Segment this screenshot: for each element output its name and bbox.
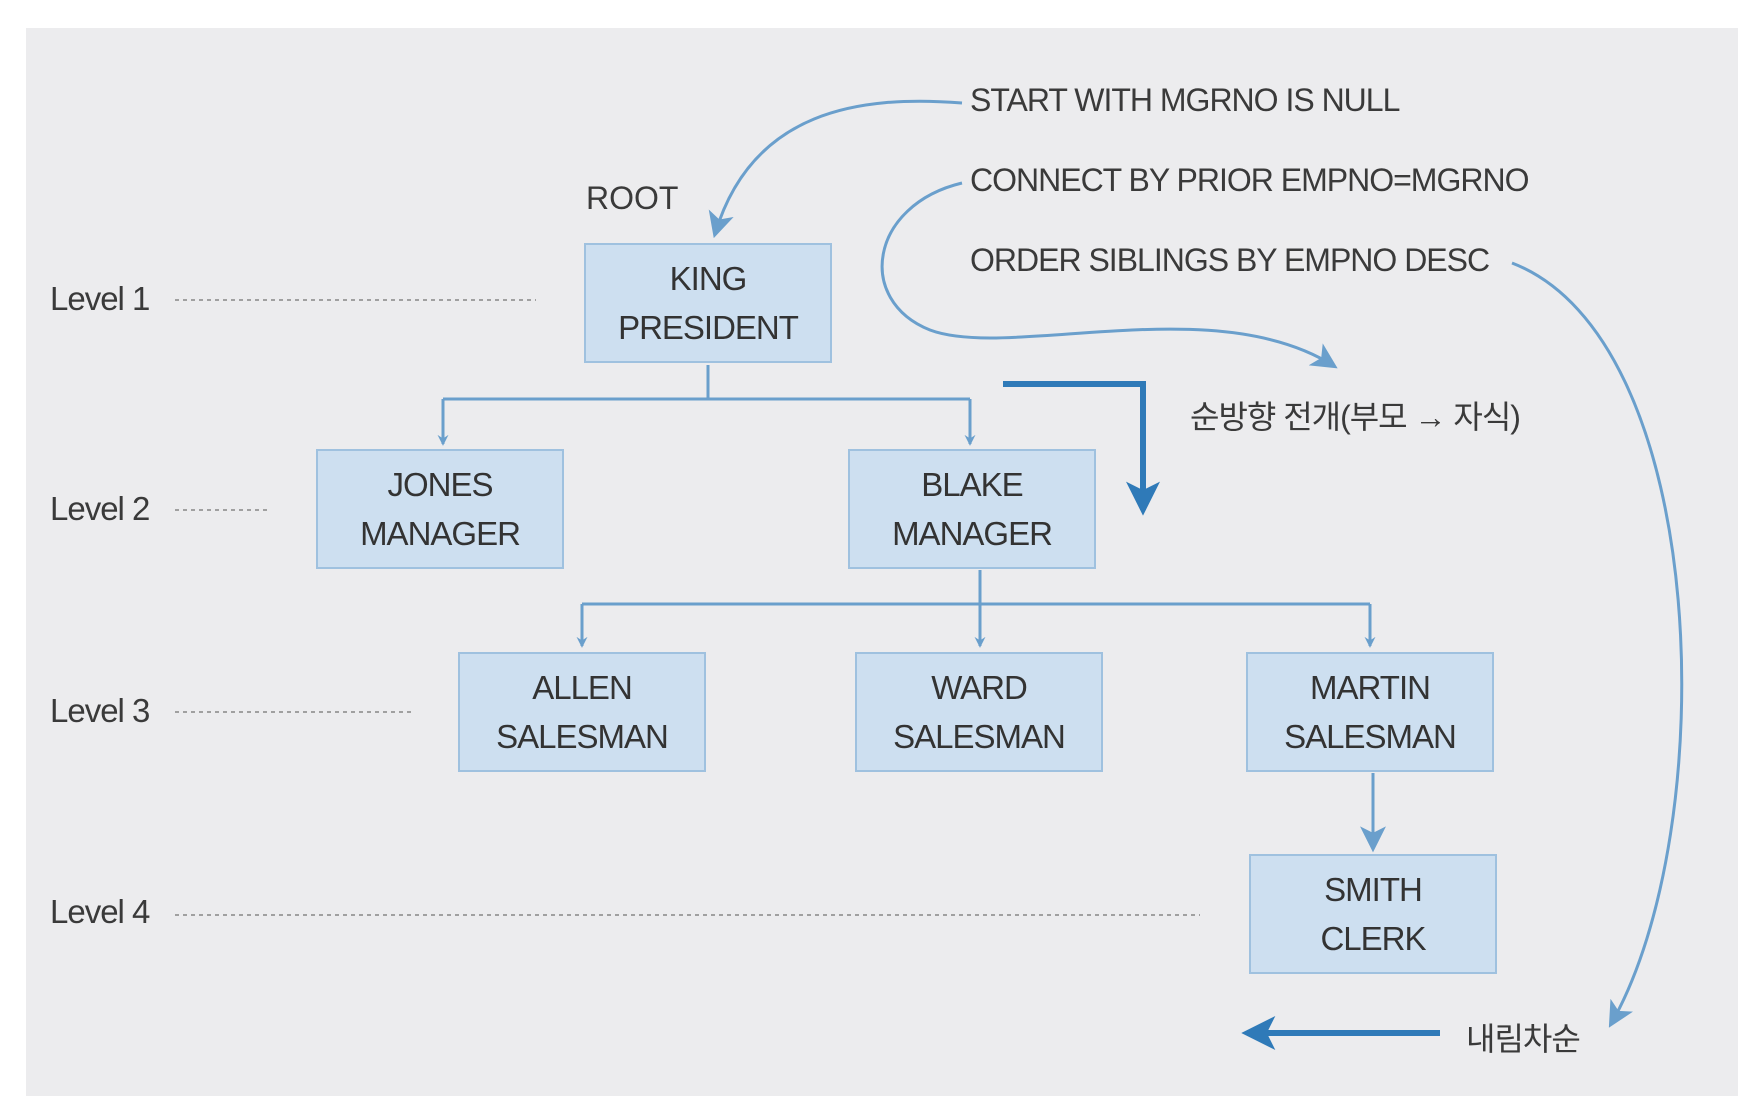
node-jones: JONES MANAGER xyxy=(316,449,564,569)
node-blake: BLAKE MANAGER xyxy=(848,449,1096,569)
node-martin-job: SALESMAN xyxy=(1284,718,1457,755)
node-king: KING PRESIDENT xyxy=(584,243,832,363)
node-smith-job: CLERK xyxy=(1320,920,1426,957)
level-4-label: Level 4 xyxy=(50,893,150,930)
node-martin: MARTIN SALESMAN xyxy=(1246,652,1494,772)
node-king-job: PRESIDENT xyxy=(618,309,799,346)
node-ward: WARD SALESMAN xyxy=(855,652,1103,772)
node-blake-name: BLAKE xyxy=(921,466,1023,503)
edge-king-trunk xyxy=(443,365,970,401)
order-siblings-clause: ORDER SIBLINGS BY EMPNO DESC xyxy=(970,242,1490,278)
forward-expansion-label: 순방향 전개(부모 → 자식) xyxy=(1190,399,1521,435)
start-with-arrow xyxy=(708,99,963,239)
node-smith: SMITH CLERK xyxy=(1249,854,1497,974)
node-king-name: KING xyxy=(669,260,748,297)
node-allen-name: ALLEN xyxy=(532,669,633,706)
level-2-label: Level 2 xyxy=(50,490,150,527)
node-jones-name: JONES xyxy=(387,466,493,503)
node-blake-job: MANAGER xyxy=(892,515,1053,552)
forward-expansion-arrow xyxy=(1003,381,1160,516)
level-1-label: Level 1 xyxy=(50,280,150,317)
connect-by-arrow xyxy=(880,181,1338,369)
node-jones-job: MANAGER xyxy=(360,515,521,552)
root-label: ROOT xyxy=(586,180,679,216)
order-siblings-arrow xyxy=(1511,261,1684,1028)
descending-label: 내림차순 xyxy=(1466,1021,1581,1057)
node-allen-job: SALESMAN xyxy=(496,718,669,755)
edge-blake-trunk xyxy=(582,570,1370,606)
start-with-clause: START WITH MGRNO IS NULL xyxy=(970,82,1400,118)
level-3-label: Level 3 xyxy=(50,692,150,729)
node-martin-name: MARTIN xyxy=(1310,669,1431,706)
node-ward-job: SALESMAN xyxy=(893,718,1066,755)
node-smith-name: SMITH xyxy=(1324,871,1423,908)
node-allen: ALLEN SALESMAN xyxy=(458,652,706,772)
node-ward-name: WARD xyxy=(931,669,1028,706)
connect-by-clause: CONNECT BY PRIOR EMPNO=MGRNO xyxy=(970,162,1529,198)
